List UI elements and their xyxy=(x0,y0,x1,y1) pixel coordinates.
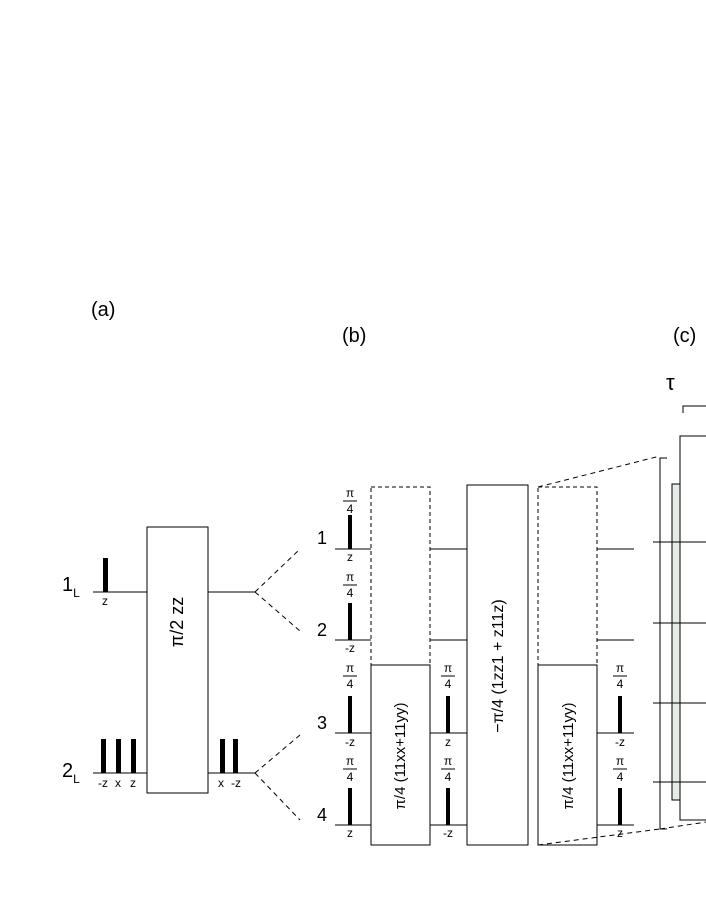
angle-num: π xyxy=(444,661,452,675)
angle-den: 4 xyxy=(347,502,354,516)
angle-den: 4 xyxy=(445,770,452,784)
pulse-group-q3-mid: π 4 z xyxy=(441,661,455,749)
pulse-label: x xyxy=(115,776,121,790)
angle-den: 4 xyxy=(347,586,354,600)
pulse-bar xyxy=(446,788,450,825)
angle-den: 4 xyxy=(617,677,624,691)
angle-den: 4 xyxy=(445,677,452,691)
pulse-bar xyxy=(131,739,136,773)
qubit-2L-sub: L xyxy=(73,772,80,786)
gate-left-ghost xyxy=(370,486,431,666)
angle-num: π xyxy=(444,754,452,768)
gate-center-label: −π/4 (1zz1 + z11z) xyxy=(490,599,507,732)
panel-label-c: (c) xyxy=(673,325,696,347)
pulse-label: z xyxy=(617,826,623,840)
angle-num: π xyxy=(346,570,354,584)
gate-left-label: π/4 (11xx+11yy) xyxy=(392,703,409,810)
panel-c: τ xyxy=(653,370,706,830)
angle-den: 4 xyxy=(347,677,354,691)
pulse-bar xyxy=(348,788,352,825)
pulse-label: -z xyxy=(443,826,453,840)
pulse-bar xyxy=(446,696,450,733)
qubit-3-label: 3 xyxy=(317,713,327,733)
pulse-group-q4: π 4 z xyxy=(343,754,357,840)
tau-bracket xyxy=(682,405,706,413)
pulse-group-q3-right: π 4 -z xyxy=(613,661,627,749)
pulse-bar xyxy=(348,515,352,549)
pulse-bar xyxy=(233,739,238,773)
angle-num: π xyxy=(346,661,354,675)
pulse-label: -z xyxy=(98,776,108,790)
pulse-bar xyxy=(618,696,622,733)
qubit-2L-name: 2 xyxy=(62,760,73,782)
angle-num: π xyxy=(616,661,624,675)
panel-label-a: (a) xyxy=(91,299,115,321)
pulse-bar xyxy=(220,739,225,773)
pulse-envelope-front xyxy=(679,435,706,821)
panel-b: 1 2 3 4 π 4 z π 4 -z xyxy=(317,455,706,846)
angle-num: π xyxy=(346,754,354,768)
pulse-group-q1: π 4 z xyxy=(343,486,357,564)
pulse-label: z xyxy=(347,550,353,564)
expansion-line xyxy=(254,548,301,593)
angle-den: 4 xyxy=(347,770,354,784)
qubit-2L-label: 2L xyxy=(62,760,80,786)
expansion-line xyxy=(254,772,301,821)
pulse-group-q2: π 4 -z xyxy=(343,570,357,655)
pulse-label: z xyxy=(347,826,353,840)
pulse-bar xyxy=(618,788,622,825)
pulse-bar xyxy=(101,739,106,773)
pulse-label: -z xyxy=(231,776,241,790)
pulse-bar xyxy=(103,558,108,592)
pulse-label: z xyxy=(445,735,451,749)
panel-a: 1L 2L z -z x z π/2 zz x -z xyxy=(62,526,301,821)
angle-num: π xyxy=(346,486,354,500)
qubit-2-label: 2 xyxy=(317,620,327,640)
pulse-label: -z xyxy=(345,735,355,749)
expansion-line xyxy=(537,455,661,488)
pulse-label: -z xyxy=(345,641,355,655)
gate-right xyxy=(537,664,598,846)
expansion-line xyxy=(537,828,661,846)
gate-pi2-zz-label: π/2 zz xyxy=(167,597,187,647)
expansion-line xyxy=(659,821,706,830)
pulse-label: z xyxy=(130,776,136,790)
outer-bracket xyxy=(659,457,667,830)
panel-label-b: (b) xyxy=(342,325,366,347)
gate-left xyxy=(370,664,431,846)
angle-num: π xyxy=(616,754,624,768)
gate-center xyxy=(466,484,529,846)
pulse-bar xyxy=(348,603,352,640)
qubit-1-label: 1 xyxy=(317,528,327,548)
pulse-group-q3: π 4 -z xyxy=(343,661,357,749)
pulse-group-q4-right: π 4 z xyxy=(613,754,627,840)
expansion-line xyxy=(254,734,301,774)
gate-right-ghost xyxy=(537,486,598,666)
gate-pi2-zz xyxy=(146,526,209,794)
qubit-1L-label: 1L xyxy=(62,574,80,600)
expansion-line xyxy=(254,591,301,632)
pulse-label: x xyxy=(218,776,224,790)
qubit-1L-sub: L xyxy=(73,586,80,600)
angle-den: 4 xyxy=(617,770,624,784)
gate-right-label: π/4 (11xx+11yy) xyxy=(560,703,577,810)
pulse-bar xyxy=(116,739,121,773)
qubit-4-label: 4 xyxy=(317,805,327,825)
tau-label: τ xyxy=(666,370,675,395)
pulse-bar xyxy=(348,696,352,733)
pulse-group-q4-mid: π 4 -z xyxy=(441,754,455,840)
pulse-label: -z xyxy=(615,735,625,749)
qubit-1L-name: 1 xyxy=(62,574,73,596)
pulse-label: z xyxy=(102,594,108,608)
